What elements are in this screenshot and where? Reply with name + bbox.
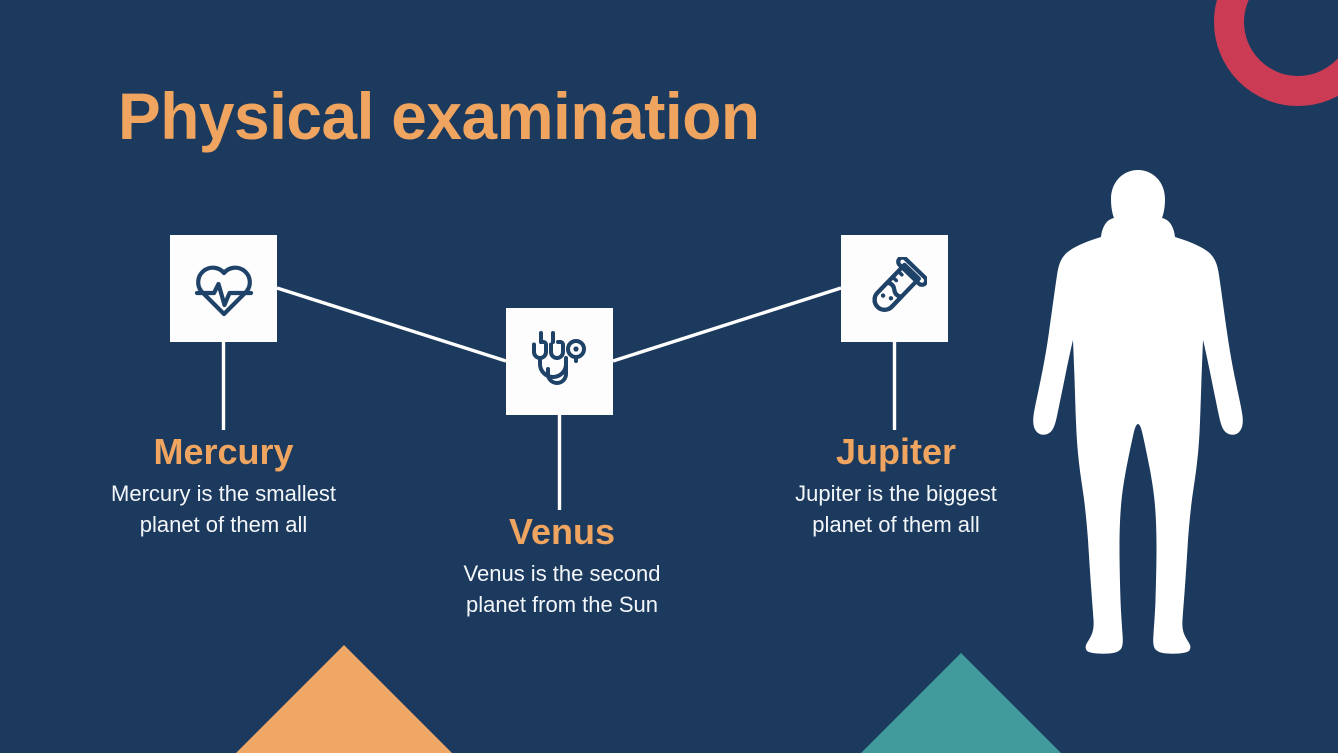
icon-card-jupiter[interactable]	[841, 235, 948, 342]
item-body-jupiter: Jupiter is the biggest planet of them al…	[795, 481, 997, 537]
human-body-silhouette	[1031, 168, 1245, 656]
page-title: Physical examination	[118, 79, 760, 153]
triangle-decoration-teal	[861, 653, 1061, 753]
icon-card-mercury[interactable]	[170, 235, 277, 342]
stethoscope-icon	[529, 328, 591, 396]
item-heading-jupiter: Jupiter	[835, 431, 957, 472]
test-tube-icon	[863, 256, 927, 321]
item-heading-venus: Venus	[508, 511, 616, 552]
item-heading-mercury: Mercury	[153, 431, 294, 472]
item-body-venus: Venus is the second planet from the Sun	[463, 561, 661, 617]
item-body-mercury: Mercury is the smallest planet of them a…	[111, 481, 336, 537]
info-block-venus: Venus Venus is the second planet from th…	[448, 511, 676, 620]
info-block-mercury: Mercury Mercury is the smallest planet o…	[106, 431, 341, 540]
heart-pulse-icon	[191, 258, 257, 320]
triangle-decoration-orange	[236, 645, 452, 753]
icon-card-venus[interactable]	[506, 308, 613, 415]
info-block-jupiter: Jupiter Jupiter is the biggest planet of…	[787, 431, 1005, 540]
ring-decoration	[1214, 0, 1338, 106]
